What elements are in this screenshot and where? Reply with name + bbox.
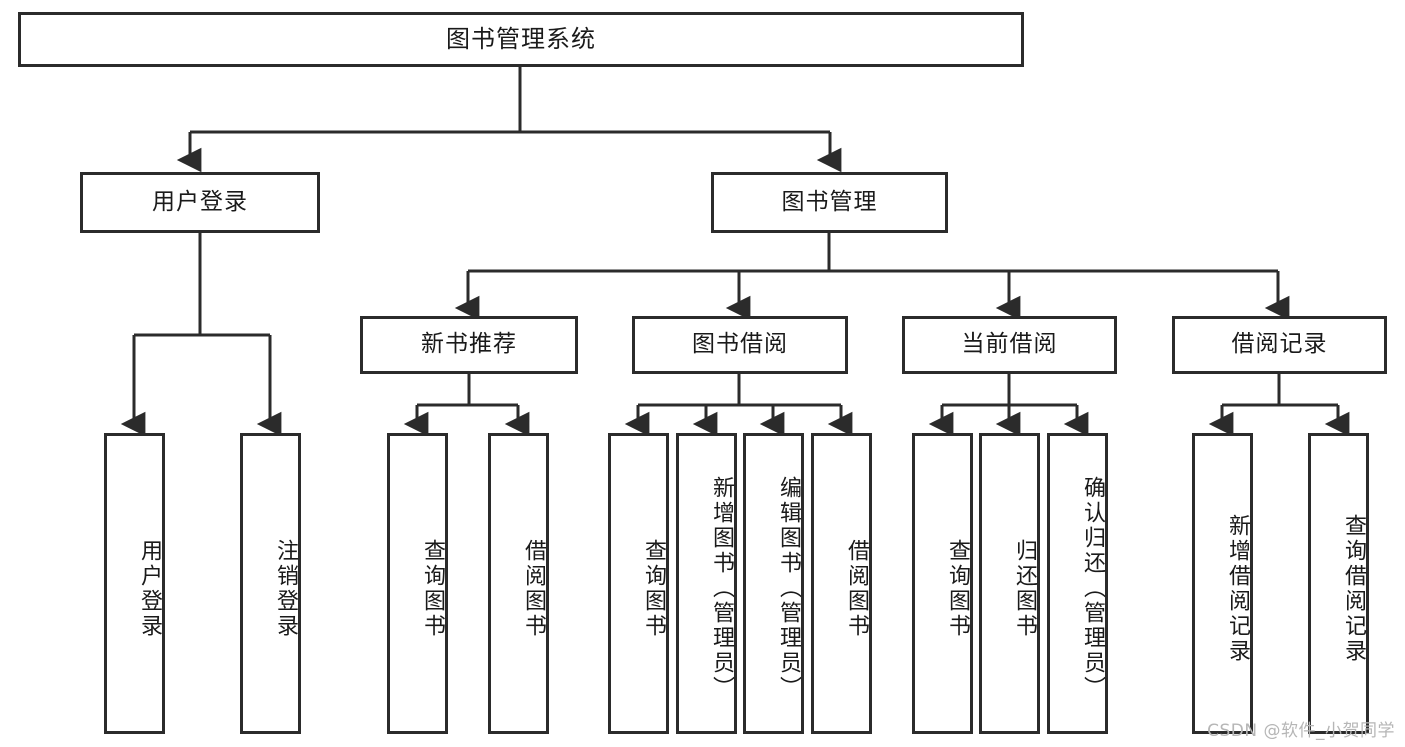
node-root-system[interactable]: 图书管理系统 [18,12,1024,67]
node-book-borrow[interactable]: 图书借阅 [632,316,848,374]
node-borrow-record[interactable]: 借阅记录 [1172,316,1387,374]
leaf-query-book-recommend[interactable]: 查询图书 [387,433,448,734]
leaf-borrow-book[interactable]: 借阅图书 [811,433,872,734]
node-user-login[interactable]: 用户登录 [80,172,320,233]
leaf-borrow-book-recommend[interactable]: 借阅图书 [488,433,549,734]
leaf-query-book-borrow[interactable]: 查询图书 [608,433,669,734]
leaf-confirm-return-admin[interactable]: 确认归还（管理员） [1047,433,1108,734]
leaf-return-book[interactable]: 归还图书 [979,433,1040,734]
leaf-add-borrow-record[interactable]: 新增借阅记录 [1192,433,1253,734]
leaf-logout[interactable]: 注销登录 [240,433,301,734]
leaf-query-borrow-record[interactable]: 查询借阅记录 [1308,433,1369,734]
csdn-watermark: CSDN @软件_小贺同学 [1207,721,1395,741]
leaf-add-book-admin[interactable]: 新增图书（管理员） [676,433,737,734]
node-new-book-recommend[interactable]: 新书推荐 [360,316,578,374]
node-book-manage[interactable]: 图书管理 [711,172,948,233]
leaf-user-login[interactable]: 用户登录 [104,433,165,734]
leaf-query-book-current[interactable]: 查询图书 [912,433,973,734]
leaf-edit-book-admin[interactable]: 编辑图书（管理员） [743,433,804,734]
node-current-borrow[interactable]: 当前借阅 [902,316,1117,374]
